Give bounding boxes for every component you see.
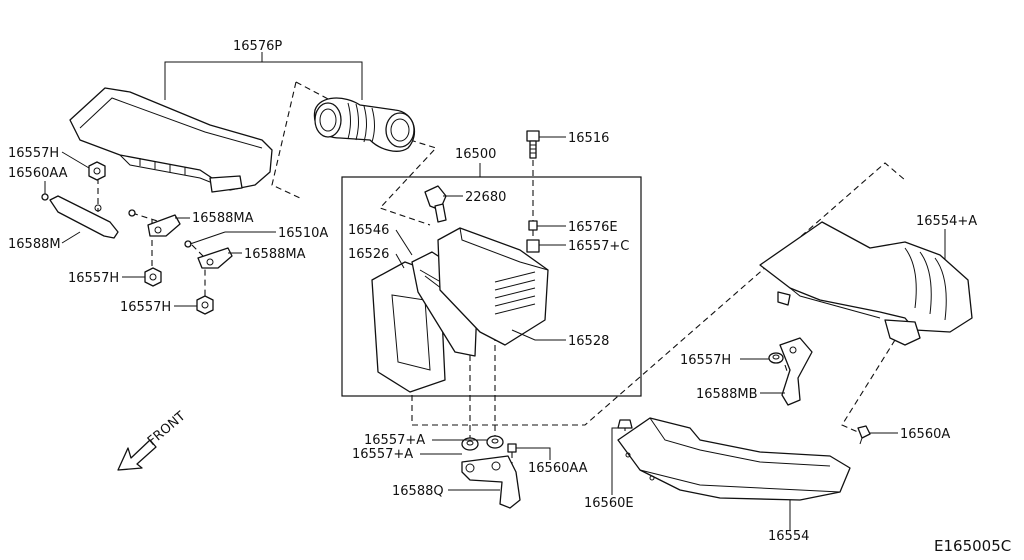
label-16554: 16554: [768, 529, 809, 544]
duct-16554-part: [617, 417, 851, 501]
grommet-16557A-a-part: [461, 437, 479, 451]
label-16557A-a: 16557+A: [364, 433, 425, 448]
bracket-16588MB-part: [779, 337, 813, 406]
label-16557H-c: 16557H: [120, 300, 171, 315]
intake-duct-part: [313, 97, 416, 152]
clip-16510A-part: [128, 209, 136, 217]
leader-16526: [395, 253, 405, 269]
bolt-16516-part: [526, 130, 540, 159]
label-16560AA-b: 16560AA: [528, 461, 588, 476]
label-16554A: 16554+A: [916, 214, 977, 229]
label-16576E: 16576E: [568, 220, 618, 235]
nut-16557H-c-part: [196, 295, 214, 315]
bracket-16588MA-b-part: [197, 247, 233, 269]
leader-16560AA-b: [516, 447, 551, 460]
intake-cover-part: [69, 87, 273, 193]
nut-16557H-d-part: [768, 352, 784, 364]
clip-16560AA-a-part: [41, 193, 49, 201]
leader-16560E: [611, 427, 625, 495]
nut-16557H-a-part: [88, 161, 106, 181]
label-16588M: 16588M: [8, 237, 61, 252]
bracket-16588M-part: [49, 195, 119, 239]
label-16560A: 16560A: [900, 427, 950, 442]
label-16588MB: 16588MB: [696, 387, 758, 402]
front-label: FRONT: [145, 409, 189, 449]
label-22680: 22680: [465, 190, 506, 205]
duct-16554A-part: [759, 221, 973, 346]
clip-16560AA-b-part: [507, 443, 517, 453]
sensor-22680-part: [424, 185, 447, 223]
nut-16557H-b-part: [144, 267, 162, 287]
assembly-box-16500: [341, 176, 642, 397]
label-16588MA-b: 16588MA: [244, 247, 306, 262]
bracket-16588MA-a-part: [147, 214, 181, 237]
leader-16546: [395, 229, 413, 256]
label-16588Q: 16588Q: [392, 484, 444, 499]
air-cleaner-part: [371, 227, 549, 393]
clip-16560E-part: [617, 419, 633, 429]
leader-16557H-a: [61, 151, 90, 169]
label-16516: 16516: [568, 131, 609, 146]
label-16557H-b: 16557H: [68, 271, 119, 286]
label-16560AA-a: 16560AA: [8, 166, 68, 181]
grommet-16557A-b-part: [486, 435, 504, 449]
label-16557A-b: 16557+A: [352, 447, 413, 462]
leader-16510A-b: [189, 231, 226, 245]
leader-16528: [511, 329, 566, 341]
clip-16560A-part: [857, 425, 871, 445]
leader-16588M: [61, 231, 81, 244]
label-16560E: 16560E: [584, 496, 634, 511]
label-16557C: 16557+C: [568, 239, 629, 254]
part-labels: 16576P 16557H 16560AA 16588M 16557H 1655…: [8, 39, 977, 544]
label-16510A: 16510A: [278, 226, 328, 241]
label-16557H-a: 16557H: [8, 146, 59, 161]
diagram-code: E165005C: [934, 537, 1011, 555]
label-16526: 16526: [348, 247, 389, 262]
label-16576P: 16576P: [233, 39, 282, 54]
label-16588MA-a: 16588MA: [192, 211, 254, 226]
grommet-16576E-part: [528, 220, 538, 231]
bracket-16588Q-part: [461, 455, 521, 509]
grommet-16557C-part: [526, 239, 540, 253]
front-arrow-icon: [117, 439, 157, 471]
label-16528: 16528: [568, 334, 609, 349]
bracket-16576P: [164, 52, 363, 100]
label-16557H-d: 16557H: [680, 353, 731, 368]
label-16546: 16546: [348, 223, 389, 238]
label-16500: 16500: [455, 147, 496, 162]
